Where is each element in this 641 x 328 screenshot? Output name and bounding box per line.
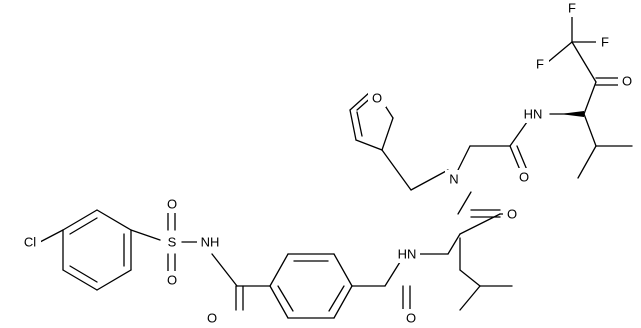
glycine-linker (457, 121, 528, 171)
svg-text:O: O (507, 207, 517, 222)
terephthalamide-core (211, 253, 411, 319)
svg-text:F: F (568, 1, 576, 16)
svg-text:F: F (536, 57, 544, 72)
svg-text:N: N (449, 172, 458, 187)
svg-text:O: O (622, 74, 632, 89)
trifluoromethyl-ketone-residue (547, 13, 633, 179)
atom-o-amide-left: O (203, 309, 221, 327)
atom-o-sulfonyl-bottom: O (163, 271, 181, 289)
svg-text:O: O (207, 311, 217, 326)
atom-nh-amide-valine: HN (394, 245, 420, 263)
svg-text:S: S (168, 235, 177, 250)
atom-nh-amide-glycine: HN (520, 105, 546, 123)
atom-f-left: F (531, 55, 549, 73)
svg-text:HN: HN (398, 247, 417, 262)
atom-o-sulfonyl-top: O (163, 195, 181, 213)
atom-o-furan: O (368, 89, 386, 107)
furfuryl-group (349, 91, 449, 191)
svg-text:O: O (519, 170, 529, 185)
svg-text:O: O (372, 91, 382, 106)
chlorophenyl-ring (39, 209, 161, 291)
sulfonyl-group (167, 210, 201, 274)
atom-o-ketone: O (618, 72, 636, 90)
atom-o-amide-right: O (402, 309, 420, 327)
svg-text:HN: HN (524, 107, 543, 122)
svg-text:Cl: Cl (24, 235, 36, 250)
valine-residue-1 (419, 191, 513, 311)
svg-text:O: O (167, 197, 177, 212)
atom-labels: Cl S O O NH O O HN (19, 0, 636, 327)
atom-nh-sulfonamide: NH (197, 233, 223, 251)
svg-text:O: O (167, 273, 177, 288)
atom-o-glycine: O (515, 168, 533, 186)
atom-f-right: F (596, 33, 614, 51)
atom-cl: Cl (19, 233, 41, 251)
atom-o-amide-tertiary: O (503, 205, 521, 223)
atom-f-top: F (563, 0, 581, 17)
atom-s: S (163, 233, 181, 251)
atom-n-tertiary: N (445, 170, 463, 188)
svg-text:O: O (406, 311, 416, 326)
svg-text:NH: NH (201, 235, 220, 250)
svg-text:F: F (601, 35, 609, 50)
